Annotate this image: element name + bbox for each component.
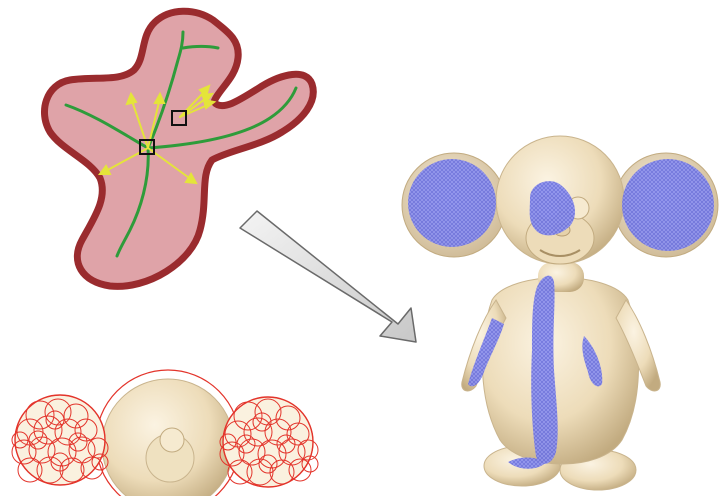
sphere-packed-model xyxy=(12,370,318,496)
segmented-model xyxy=(402,136,718,490)
highlight-right-ear xyxy=(622,159,714,251)
arrow-down-right-icon xyxy=(240,211,416,342)
highlight-torso xyxy=(531,276,557,464)
right-ear-spheres xyxy=(220,397,318,487)
model-body xyxy=(482,278,638,465)
left-ear-spheres xyxy=(12,395,108,485)
highlight-left-ear xyxy=(408,159,496,247)
